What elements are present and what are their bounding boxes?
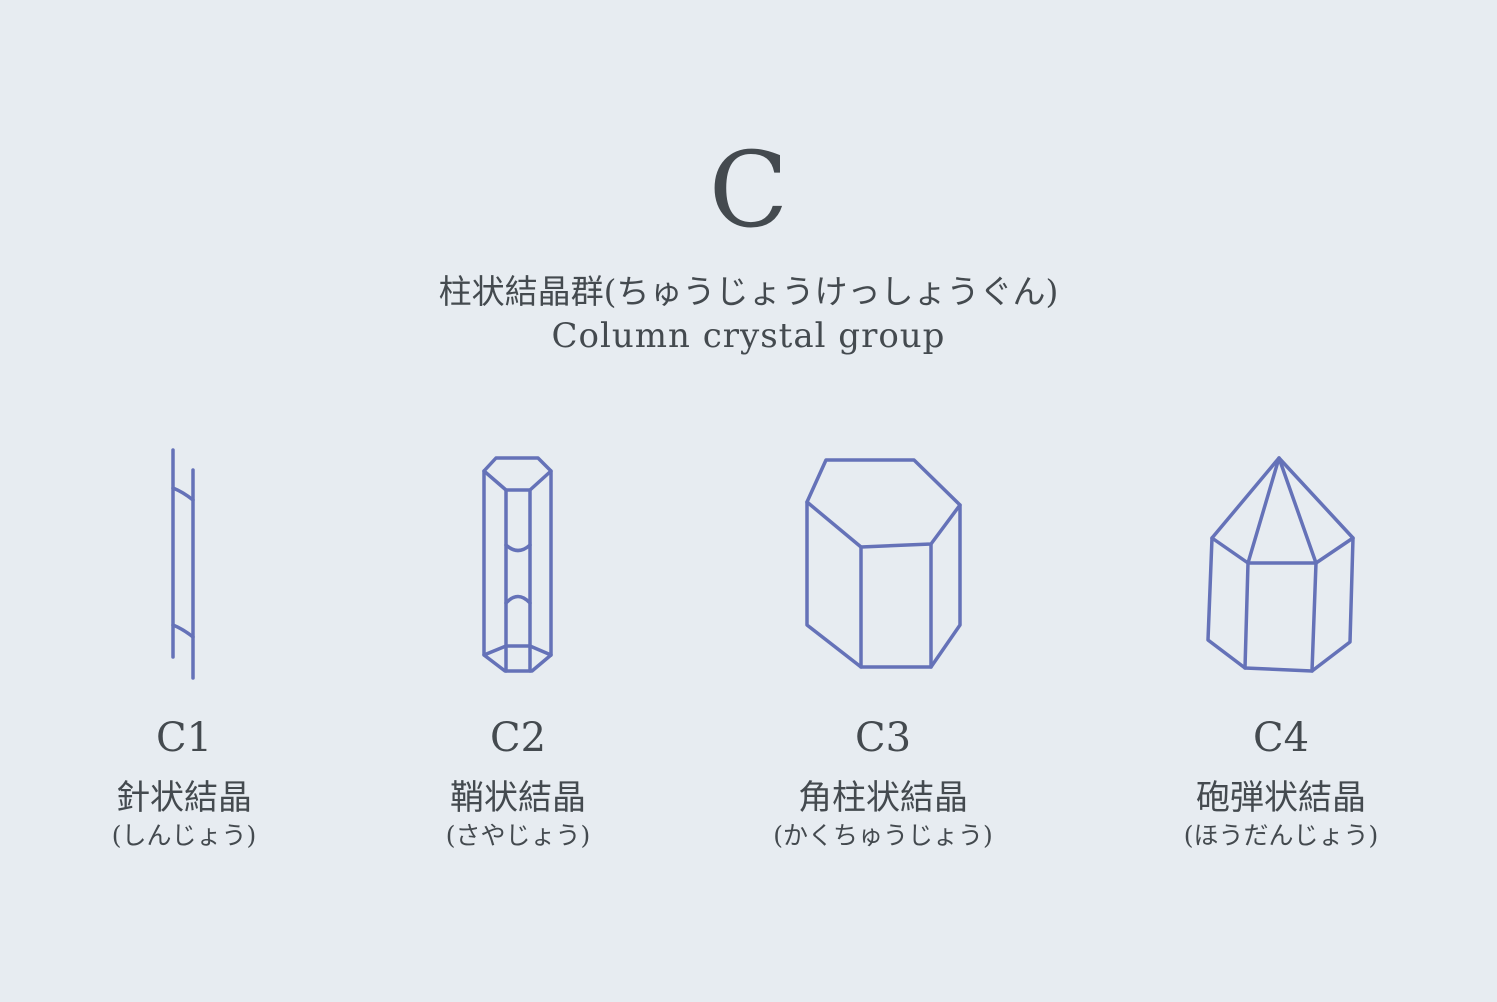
item-reading: (ほうだんじょう): [1183, 821, 1379, 850]
item-reading: (しんじょう): [111, 821, 257, 850]
group-title-en: Column crystal group: [551, 316, 946, 356]
group-letter: C: [708, 129, 789, 251]
sheath-crystal-icon: [482, 456, 553, 673]
item-name: 砲弾状結晶: [1196, 778, 1366, 818]
crystal-item-c4: C4 砲弾状結晶 (ほうだんじょう): [1131, 714, 1431, 852]
crystal-item-c2: C2 鞘状結晶 (さやじょう): [368, 714, 668, 852]
item-name: 角柱状結晶: [798, 778, 968, 818]
item-code: C3: [854, 715, 912, 761]
needle-crystal-icon: [171, 448, 195, 680]
item-name: 鞘状結晶: [450, 778, 586, 818]
crystal-item-c1: C1 針状結晶 (しんじょう): [34, 714, 334, 852]
item-reading: (かくちゅうじょう): [773, 821, 993, 850]
item-code: C4: [1252, 715, 1310, 761]
item-name: 針状結晶: [116, 778, 252, 818]
item-code: C2: [489, 715, 547, 761]
item-reading: (さやじょう): [445, 821, 591, 850]
crystal-item-c3: C3 角柱状結晶 (かくちゅうじょう): [733, 714, 1033, 852]
prism-crystal-icon: [805, 458, 962, 669]
item-code: C1: [155, 715, 213, 761]
group-title-ja: 柱状結晶群(ちゅうじょうけっしょうぐん): [438, 272, 1059, 311]
bullet-crystal-icon: [1206, 456, 1355, 673]
